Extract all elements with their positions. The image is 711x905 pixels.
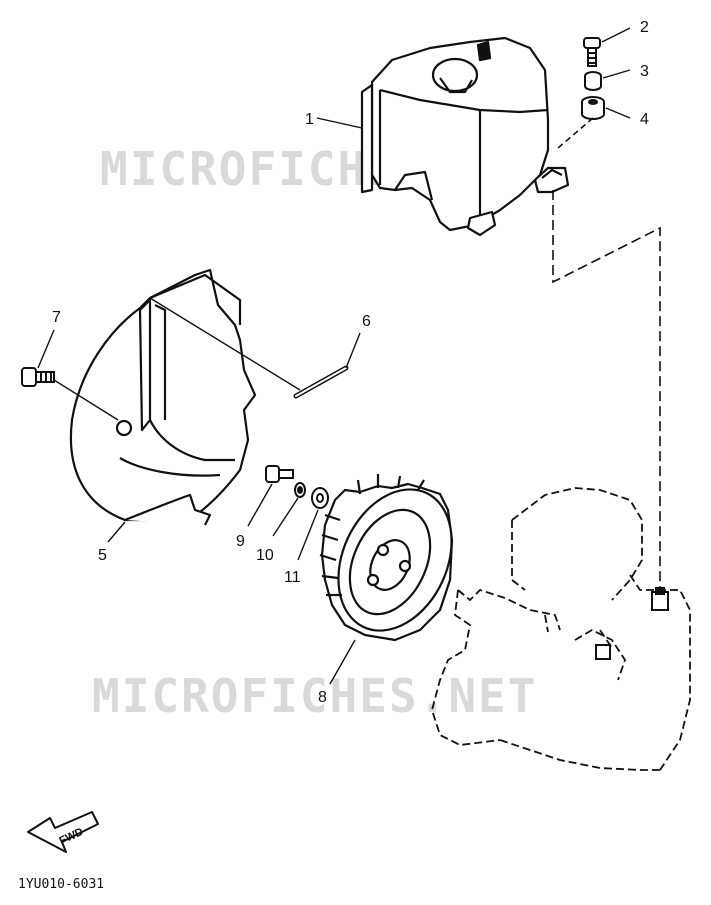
- fwd-arrow: FWD: [27, 811, 99, 853]
- callout-2: 2: [640, 19, 649, 36]
- callout-7: 7: [52, 309, 61, 326]
- callout-8: 8: [318, 689, 327, 706]
- part-6-pin: [149, 297, 349, 399]
- callout-9: 9: [236, 533, 245, 550]
- part-1-upper-shroud: [360, 36, 570, 237]
- part-3-collar: [584, 71, 602, 91]
- callout-4: 4: [640, 111, 649, 128]
- part-8-fan-impeller: [319, 474, 454, 642]
- part-5-fan-housing: [69, 268, 257, 526]
- part-2-screw: [583, 37, 601, 67]
- callout-1: 1: [305, 111, 314, 128]
- callout-11: 11: [284, 569, 301, 586]
- callout-3: 3: [640, 63, 649, 80]
- engine-outline: [431, 487, 691, 771]
- part-7-bolt: [21, 367, 119, 421]
- part-11-washer: [311, 487, 329, 509]
- part-9-bolt: [265, 465, 294, 483]
- watermark-bottom: MICROFICHES.NET: [92, 669, 537, 723]
- part-4-grommet: [581, 96, 605, 120]
- callouts: 1 2 3 4 5 6 7 8 9 10 11: [52, 19, 649, 706]
- callout-6: 6: [362, 313, 371, 330]
- callout-10: 10: [256, 547, 274, 564]
- leader-lines: [37, 27, 631, 685]
- part-10-washer: [294, 482, 306, 498]
- diagram-code: 1YU010-6031: [18, 877, 104, 892]
- callout-5: 5: [98, 547, 107, 564]
- alignment-lines: [552, 117, 661, 590]
- engine-boss: [595, 587, 669, 660]
